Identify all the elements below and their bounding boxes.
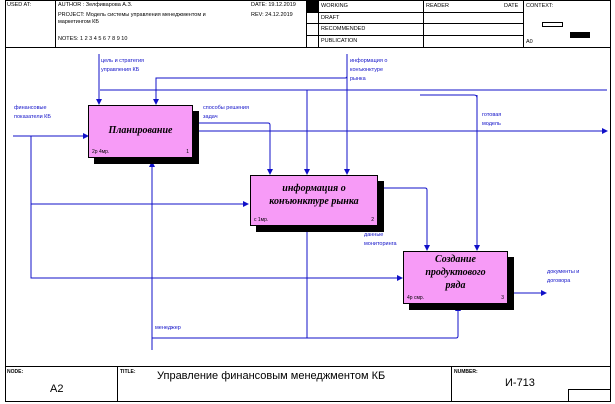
label-monitoring: данные мониторинга (364, 232, 397, 247)
footer-block: NODE: A2 TITLE: Управление финансовым ме… (5, 366, 611, 402)
author-field: AUTHOR : Зелфиварова А.З. (58, 2, 133, 8)
status-draft[interactable]: DRAFT (321, 15, 340, 21)
divider (117, 367, 118, 402)
activity-box-product-line[interactable]: Создание продуктового ряда 4р смр. 3 (403, 251, 508, 304)
used-at-label: USED AT: (7, 2, 32, 8)
label-manager: менеджер (155, 325, 181, 331)
box-number: 3 (501, 295, 504, 301)
divider (523, 0, 524, 47)
date-label: DATE (504, 3, 519, 9)
label-documents: документы и договора (547, 269, 580, 284)
box-number: 2 (371, 217, 374, 223)
activity-box-planning[interactable]: Планирование 2р 4мр. 1 (88, 105, 193, 158)
box-cost: 4р смр. (407, 295, 425, 301)
diagram-title: Управление финансовым менеджментом КБ (157, 370, 386, 382)
node-value: A2 (50, 383, 64, 395)
divider (306, 35, 523, 36)
project-field-line2: маркетингом КБ (58, 19, 99, 25)
divider (55, 0, 56, 47)
status-recommended[interactable]: RECOMMENDED (321, 26, 366, 32)
context-node: A0 (526, 39, 533, 45)
header-block: USED AT: AUTHOR : Зелфиварова А.З. DATE:… (5, 0, 611, 48)
label-goals: цель и стратегия управления КБ (101, 58, 145, 73)
label-fin-indicators: финансовые показатели КБ (14, 105, 51, 120)
project-field: PROJECT: Модель системы управления менед… (58, 12, 206, 18)
divider (306, 12, 523, 13)
box-number: 1 (186, 149, 189, 155)
divider (423, 0, 424, 47)
context-box-current-icon (570, 32, 590, 38)
divider (306, 23, 523, 24)
box-cost: с 1мр. (254, 217, 269, 223)
box-title: Создание продуктового ряда (425, 254, 486, 291)
status-working[interactable]: WORKING (321, 3, 348, 9)
arrow-fin-branch2 (30, 204, 403, 281)
arrow-box1-top (420, 94, 478, 99)
label-market-info: информация о конъюнктуре рынка (350, 58, 388, 82)
box-title: Планирование (108, 125, 173, 136)
context-label: CONTEXT: (526, 3, 554, 9)
date-field: DATE: 19.12.2019 (251, 2, 296, 8)
context-box-icon (542, 22, 563, 27)
box-title: информация о конъюнктуре рынка (269, 183, 359, 207)
rev-field: REV: 24.12.2019 (251, 12, 293, 18)
title-label: TITLE: (120, 369, 136, 375)
number-value: И-713 (505, 377, 535, 389)
activity-box-market-info[interactable]: информация о конъюнктуре рынка с 1мр. 2 (250, 175, 378, 226)
status-publication[interactable]: PUBLICATION (321, 38, 358, 44)
arrow-methods (193, 122, 273, 175)
box-cost: 2р 4мр. (92, 149, 110, 155)
label-methods: способы решения задач (203, 105, 249, 120)
page-box (568, 389, 611, 402)
arrow-market-info-branch (153, 54, 348, 105)
reader-label: READER (426, 3, 449, 9)
arrow-manager-bus (152, 305, 461, 339)
divider (451, 367, 452, 402)
status-marker-working (306, 0, 318, 12)
label-ready-model: готовая модель (482, 112, 502, 127)
node-label: NODE: (7, 369, 24, 375)
notes-field: NOTES: 1 2 3 4 5 6 7 8 9 10 (58, 36, 128, 42)
number-label: NUMBER: (454, 369, 478, 375)
arrow-monitoring (378, 187, 430, 251)
